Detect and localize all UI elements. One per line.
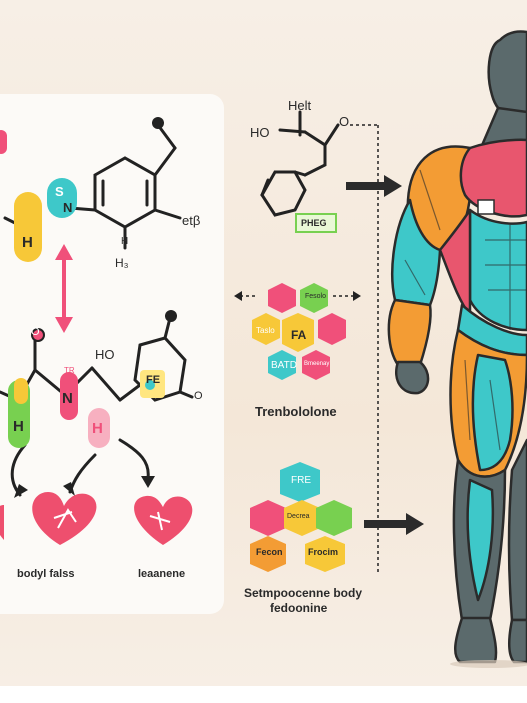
sub-et: etβ	[182, 213, 201, 228]
atom-o-mid: O	[339, 114, 350, 129]
abs	[468, 208, 527, 332]
sub-h: H	[121, 236, 129, 247]
forearm	[387, 298, 432, 367]
atom-h-left: H	[13, 418, 24, 435]
pheg-box	[295, 213, 337, 233]
upper-arm	[391, 198, 442, 307]
hc1-cell-taslo: Taslo	[256, 326, 275, 335]
hc1-caption: Trenbololone	[255, 404, 337, 419]
head	[487, 30, 527, 122]
outcome-label-1: bodyl falss	[17, 568, 75, 580]
atom-helt: Helt	[288, 98, 312, 113]
heart-partial	[0, 505, 4, 540]
hc2-caption-1: Setmpoocenne body	[244, 586, 363, 600]
atom-tr: TR	[64, 366, 75, 375]
hc1-cell-bmeenay: Bmeenay	[304, 361, 330, 367]
outcome-label-2: leaanene	[138, 568, 186, 580]
atom-ho: HO	[95, 347, 115, 362]
pill-light-pink	[88, 408, 110, 448]
hc1-cell-fesolo: Fesolo	[305, 293, 327, 300]
atom-s: S	[55, 184, 64, 199]
atom-h: H	[22, 234, 33, 251]
atom-n: N	[63, 200, 73, 215]
sub-h3: H₃	[115, 256, 129, 270]
pill-pink	[0, 130, 7, 154]
bottom-band	[0, 686, 527, 703]
double-arrow	[55, 244, 73, 333]
foot	[454, 616, 498, 664]
left-panel	[0, 94, 224, 614]
hc2-cell-frocim: Frocim	[308, 547, 339, 557]
atom-o2: O	[194, 390, 203, 402]
fist	[395, 360, 430, 395]
hc2-cell-fre: FRE	[291, 475, 311, 486]
hc2-cell-fecon: Fecon	[256, 547, 283, 557]
atom-ho-mid: HO	[250, 125, 270, 140]
hc1-cell-batd: BATD	[271, 360, 297, 371]
chest	[459, 138, 527, 218]
hc2-cell-decrea: Decrea	[287, 513, 310, 520]
pill-teal	[47, 178, 77, 218]
pheg-label: PHEG	[301, 218, 327, 228]
atom-n-2: N	[62, 390, 73, 407]
honeycomb-2	[250, 462, 352, 572]
hc1-cell-fa: FA	[291, 328, 307, 342]
atom-dot	[152, 117, 164, 129]
atom-o: O	[31, 326, 40, 338]
pill-pink-2	[60, 372, 78, 420]
atom-h-right: H	[92, 420, 103, 437]
hc2-caption-2: fedoonine	[270, 601, 328, 615]
honeycomb-1	[252, 283, 346, 380]
pill-yellow	[14, 192, 42, 262]
arrows-to-body	[346, 175, 424, 535]
atom-fe: FE	[146, 374, 161, 386]
